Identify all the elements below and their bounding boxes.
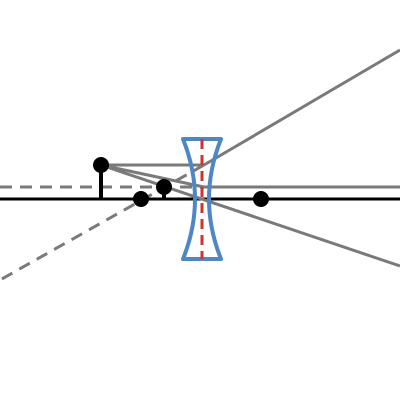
diverging-ray <box>203 48 400 167</box>
image-tip <box>156 179 172 195</box>
focal-point-left <box>133 191 149 207</box>
central-ray <box>100 163 400 268</box>
converging-ray-top <box>100 163 205 189</box>
focal-point-right <box>253 191 269 207</box>
concave-lens <box>181 137 223 261</box>
object-tip <box>93 157 109 173</box>
